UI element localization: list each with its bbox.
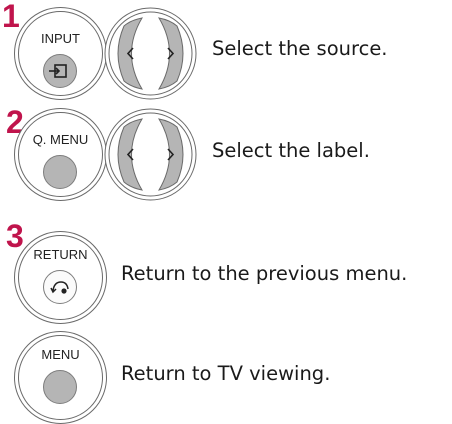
step-1-description: Select the source. bbox=[212, 37, 388, 60]
input-button-label: INPUT bbox=[41, 31, 80, 46]
return-button[interactable]: RETURN bbox=[14, 231, 107, 324]
return-button-label: RETURN bbox=[33, 247, 88, 262]
return-arrow-icon bbox=[50, 281, 69, 294]
q-menu-button[interactable]: Q. MENU bbox=[14, 108, 107, 201]
input-source-icon bbox=[49, 64, 67, 78]
step-2-number: 2 bbox=[6, 104, 24, 140]
step-4-description: Return to TV viewing. bbox=[121, 362, 331, 385]
input-button[interactable]: INPUT bbox=[14, 7, 107, 100]
left-right-navigation-button[interactable] bbox=[104, 108, 197, 201]
step-3-description: Return to the previous menu. bbox=[121, 262, 408, 285]
menu-key bbox=[43, 370, 77, 404]
q-menu-button-label: Q. MENU bbox=[32, 132, 89, 147]
step-1-number: 1 bbox=[2, 0, 20, 34]
q-menu-key bbox=[43, 155, 77, 189]
step-2-description: Select the label. bbox=[212, 139, 370, 162]
return-key bbox=[43, 270, 77, 304]
menu-button-label: MENU bbox=[41, 347, 80, 362]
step-3-number: 3 bbox=[6, 218, 24, 254]
left-right-navigation-button[interactable] bbox=[104, 7, 197, 100]
menu-button[interactable]: MENU bbox=[14, 331, 107, 424]
